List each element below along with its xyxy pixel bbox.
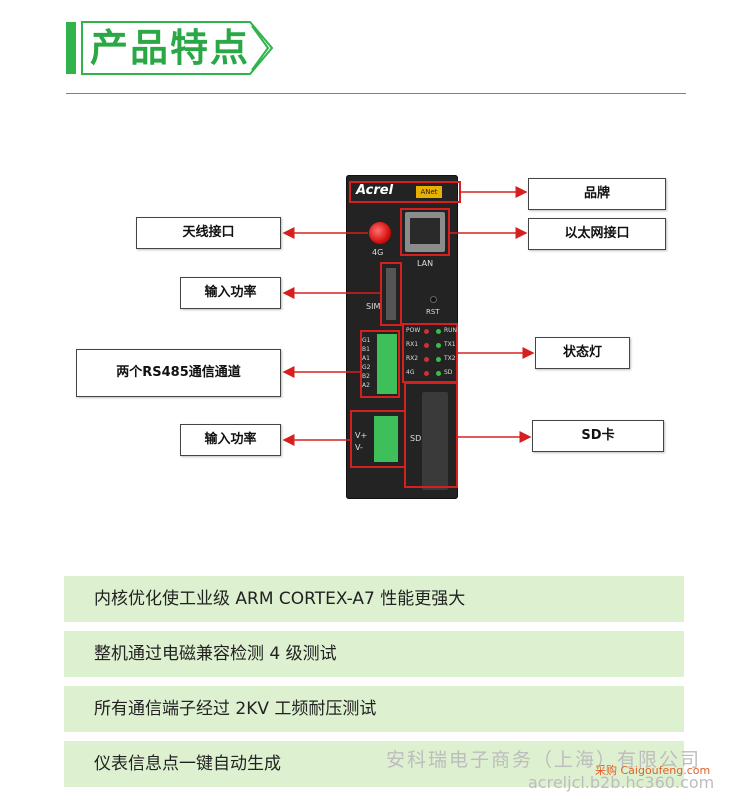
led-indicator	[424, 371, 429, 376]
device-model-tag: ANet	[416, 186, 442, 198]
rs485-highlight	[360, 330, 400, 398]
led-label: POW	[406, 327, 421, 334]
callout-power: 输入功率	[180, 424, 281, 456]
reset-button	[430, 296, 437, 303]
arrow-lines	[282, 186, 535, 446]
rs485-terminal	[377, 334, 397, 394]
sim-highlight	[380, 262, 402, 326]
led-label: RX1	[406, 341, 419, 348]
callout-sim: 输入功率	[180, 277, 281, 309]
header-accent-bar	[66, 22, 76, 74]
lan-port-socket	[410, 218, 440, 244]
watermark-site: 采购 Caigoufeng.com	[595, 764, 711, 777]
power-terminal	[374, 416, 398, 462]
led-row: 4G SD	[406, 369, 456, 376]
watermark-company: 安科瑞电子商务（上海）有限公司	[386, 749, 702, 771]
sim-slot	[386, 268, 396, 320]
lan-label: LAN	[417, 259, 434, 268]
callout-status-led: 状态灯	[535, 337, 630, 369]
led-indicator	[424, 343, 429, 348]
feature-item: 内核优化使工业级 ARM CORTEX-A7 性能更强大	[64, 576, 684, 622]
led-indicator	[436, 371, 441, 376]
sd-card-slot	[422, 392, 448, 490]
led-indicator	[436, 357, 441, 362]
callout-antenna: 天线接口	[136, 217, 281, 249]
brand-highlight	[349, 181, 461, 203]
power-pin-labels: V+ V-	[355, 431, 368, 452]
feature-item: 整机通过电磁兼容检测 4 级测试	[64, 631, 684, 677]
feature-item: 所有通信端子经过 2KV 工频耐压测试	[64, 686, 684, 732]
callout-ethernet: 以太网接口	[528, 218, 666, 250]
led-row: RX2 TX2	[406, 355, 456, 362]
led-indicator	[424, 329, 429, 334]
callout-rs485: 两个RS485通信通道	[76, 349, 281, 397]
led-indicator	[436, 329, 441, 334]
led-label: RUN	[444, 327, 458, 334]
rst-label: RST	[426, 308, 440, 316]
watermark-url: acreljcl.b2b.hc360.com	[528, 773, 715, 792]
feature-item: 仪表信息点一键自动生成	[64, 741, 684, 787]
antenna-connector	[369, 222, 391, 244]
led-row: POW RUN	[406, 327, 458, 334]
sd-label: SD	[410, 434, 422, 443]
led-label: TX2	[444, 355, 456, 362]
led-indicator	[424, 357, 429, 362]
antenna-label: 4G	[372, 248, 384, 257]
led-indicator	[436, 343, 441, 348]
led-row: RX1 TX1	[406, 341, 456, 348]
callout-sd-card: SD卡	[532, 420, 664, 452]
header-badge-shape	[81, 21, 274, 75]
sim-label: SIM	[366, 302, 381, 311]
lan-highlight	[400, 208, 450, 256]
led-label: 4G	[406, 369, 415, 376]
page-title: 产品特点	[90, 26, 251, 70]
led-label: RX2	[406, 355, 419, 362]
rs485-pin-labels: G1 B1 A1 G2 B2 A2	[362, 337, 371, 389]
sd-highlight	[404, 382, 458, 488]
callout-brand: 品牌	[528, 178, 666, 210]
device-brand: Acrel	[356, 183, 394, 198]
led-label: TX1	[444, 341, 456, 348]
led-label: SD	[444, 369, 453, 376]
header-divider	[66, 93, 686, 94]
